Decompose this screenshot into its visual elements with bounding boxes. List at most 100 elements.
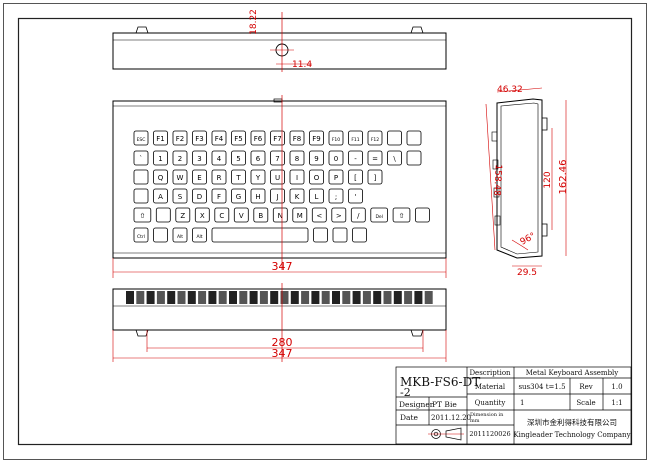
side-view-outline <box>496 98 543 259</box>
dim-side-left-line <box>485 103 496 251</box>
bottom-key-profile <box>414 291 423 304</box>
bottom-key-profile <box>249 291 258 304</box>
keyboard-key-label: 5 <box>236 155 240 163</box>
dimension-label-1: Dimension in <box>470 412 504 418</box>
bottom-key-profile <box>270 291 279 304</box>
keyboard-key <box>231 169 246 185</box>
keyboard-key <box>370 207 388 223</box>
title-block-frame <box>395 366 632 445</box>
keyboard-key <box>406 150 422 166</box>
bottom-key-profile <box>290 291 299 304</box>
keyboard-key <box>332 227 348 243</box>
keyboard-key <box>414 207 430 223</box>
keyboard-key <box>270 130 285 146</box>
keyboard-key-label: X <box>200 212 205 220</box>
keyboard-key-label: - <box>354 155 357 163</box>
keyboard-key <box>172 169 188 185</box>
keyboard-key-label: 3 <box>197 155 201 163</box>
keyboard-key-label: F3 <box>195 135 203 143</box>
side-view: 46.32 158.48 120 162.46 96° 29.5 <box>485 85 569 278</box>
keyboard-key <box>272 207 288 223</box>
dim-top-hole: 11.4 <box>292 60 312 70</box>
keyboard-key <box>367 169 383 185</box>
keyboard-key <box>231 188 246 204</box>
keyboard-key <box>194 207 210 223</box>
keyboard-key-label: 2 <box>178 155 182 163</box>
side-view-key-profile-3 <box>493 187 500 198</box>
keyboard-key <box>328 150 344 166</box>
keyboard-key <box>211 150 227 166</box>
bottom-view-key-row <box>126 291 433 304</box>
dim-side-key-height: 120 <box>543 171 553 188</box>
keyboard-key <box>250 130 266 146</box>
keyboard-key-label: N <box>278 212 283 220</box>
keyboard-key <box>348 169 363 185</box>
keyboard-key <box>348 130 363 146</box>
keyboard-key-label: F12 <box>371 137 379 143</box>
keyboard-key <box>172 227 188 243</box>
keyboard-key <box>250 150 266 166</box>
company-name-cn: 深圳市金利得科技有限公司 <box>527 417 617 427</box>
projection-symbol-cone <box>445 427 462 441</box>
keyboard-key <box>289 169 305 185</box>
bottom-key-profile <box>373 291 382 304</box>
keyboard-key-label: ; <box>335 193 337 201</box>
keyboard-key <box>328 169 344 185</box>
keyboard-key-label: F9 <box>312 135 320 143</box>
model-number-line1: MKB-FS6-DT <box>400 375 480 389</box>
keyboard-key-label: F4 <box>215 135 224 143</box>
keyboard-key-label: H <box>255 193 260 201</box>
designer-label: Designer <box>399 400 434 409</box>
keyboard-key-label: 7 <box>275 155 279 163</box>
title-block <box>395 366 632 445</box>
keyboard-key-label: 6 <box>256 155 261 163</box>
bottom-key-profile <box>167 291 176 304</box>
keyboard-key-label: W <box>177 174 184 182</box>
keyboard-key-label: [ <box>354 174 357 182</box>
keyboard-key <box>309 169 324 185</box>
keyboard-key <box>250 188 266 204</box>
keyboard-key <box>289 188 305 204</box>
bottom-key-profile <box>187 291 196 304</box>
keyboard-key <box>250 169 266 185</box>
keyboard-key <box>350 207 366 223</box>
dim-bottom-width: 347 <box>272 347 293 360</box>
keyboard-key-label: 8 <box>295 155 299 163</box>
keyboard-key <box>309 188 324 204</box>
keyboard-key <box>175 207 191 223</box>
keyboard-key <box>172 130 188 146</box>
keyboard-key-label: A <box>158 193 163 201</box>
keyboard-key-label: B <box>258 212 263 220</box>
keyboard-key-label: ESC <box>137 137 146 143</box>
dim-bottom-inner-width: 280 <box>272 336 293 349</box>
bottom-key-profile <box>208 291 217 304</box>
keyboard-key <box>192 150 207 166</box>
keyboard-key <box>406 130 422 146</box>
keyboard-key-label: ' <box>355 193 357 201</box>
keyboard-key-label: ⇧ <box>399 212 405 220</box>
keyboard-key-label: \ <box>393 155 396 163</box>
keyboard-key-label: F11 <box>351 137 359 143</box>
dim-side-top-line <box>496 87 543 93</box>
keyboard-key-label: F1 <box>156 135 164 143</box>
dim-side-angle: 96° <box>519 231 538 247</box>
keyboard-key <box>211 130 227 146</box>
keyboard-key-label: Y <box>255 174 261 182</box>
keyboard-key-label: F7 <box>273 135 281 143</box>
keyboard-key-label: Z <box>180 212 185 220</box>
keyboard-key-label: L <box>315 193 319 201</box>
keyboard-key <box>211 227 309 243</box>
keyboard-key-label: I <box>296 174 298 182</box>
keyboard-key-label: D <box>197 193 202 201</box>
dim-side-angle-arc <box>511 239 529 251</box>
bottom-key-profile <box>311 291 320 304</box>
keyboard-key <box>328 130 344 146</box>
keyboard-key <box>192 188 207 204</box>
keyboard-key <box>153 188 168 204</box>
keyboard-key <box>348 188 363 204</box>
keyboard-key <box>392 207 411 223</box>
material-label: Material <box>475 383 506 391</box>
keyboard-key <box>331 207 347 223</box>
